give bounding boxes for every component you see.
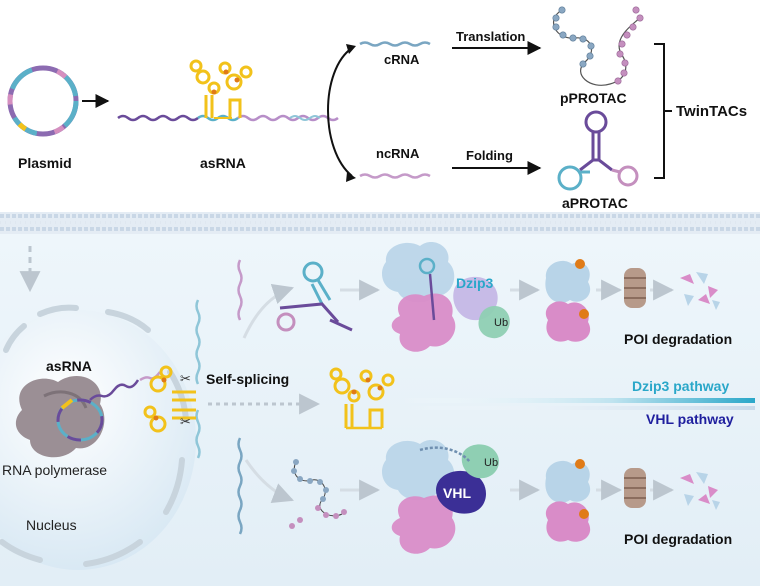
dzip3-pathway-label: Dzip3 pathway [632,378,729,394]
pprotac-label: pPROTAC [560,90,627,106]
ubiquitinated-poi-top [545,259,591,342]
dzip3-pathway-band [400,398,755,403]
nascent-asrna [89,379,140,401]
proteasome-icon-bottom [624,468,646,508]
poi-degradation-label-top: POI degradation [624,331,732,347]
scissors-icon-bottom: ✂ [180,415,191,430]
ubiquitinated-poi-bottom [545,459,591,542]
asrna-label-nucleus: asRNA [46,358,92,374]
proteasome-icon-top [624,268,646,308]
degraded-fragments-top [680,272,720,310]
ribozyme-dots-splicing [153,377,167,421]
vhl-complex [382,439,499,554]
splicing-strand-bottom [195,409,201,459]
plasmid-icon [7,65,79,137]
dzip3-complex [382,241,510,352]
pprotac-bead-chain [289,459,347,529]
translation-label: Translation [456,29,525,44]
aprotac-icon [557,110,639,191]
vhl-pathway-label: VHL pathway [646,411,734,427]
released-ribozyme-icon [329,367,395,430]
dzip3-label: Dzip3 [456,275,494,291]
crna-strand [359,41,431,47]
cell-membrane [0,212,760,234]
aprotac-fold-icon [276,261,353,332]
nucleus [0,304,196,570]
released-ribozyme-dots [351,377,383,395]
dzip3-step-arrow-1 [242,284,294,339]
released-crna-strand [237,437,243,535]
ncrna-strand [359,173,431,179]
splicing-strand-top [195,299,201,385]
aprotac-label: aPROTAC [562,195,628,211]
crna-label: cRNA [384,52,420,67]
vhl-step-arrow-1 [244,459,294,504]
self-splicing-label: Self-splicing [206,371,289,387]
ub-label-bottom: Ub [484,457,498,469]
folding-label: Folding [466,148,513,163]
vhl-pathway-band [400,406,755,410]
rna-polymerase-icon [15,376,105,458]
branch-curve [327,47,353,177]
twintacs-label: TwinTACs [676,103,747,120]
plasmid-label: Plasmid [18,155,72,171]
asrna-label-top: asRNA [200,155,246,171]
scissors-icon-top: ✂ [180,372,191,387]
branch-arrow-down [346,172,356,182]
ribozyme-dots-top [211,69,240,95]
released-ncrna-strand [237,259,243,321]
degraded-fragments-bottom [680,472,720,510]
vhl-label: VHL [443,485,471,501]
branch-arrow-up [346,44,356,54]
nucleus-label: Nucleus [26,517,77,533]
twintacs-bracket [654,43,672,179]
rna-polymerase-label: RNA polymerase [2,462,107,478]
pprotac-icon [552,6,644,86]
ribozyme-icon-top [189,59,253,119]
ncrna-label: ncRNA [376,146,420,161]
ub-label-top: Ub [494,317,508,329]
poi-degradation-label-bottom: POI degradation [624,531,732,547]
